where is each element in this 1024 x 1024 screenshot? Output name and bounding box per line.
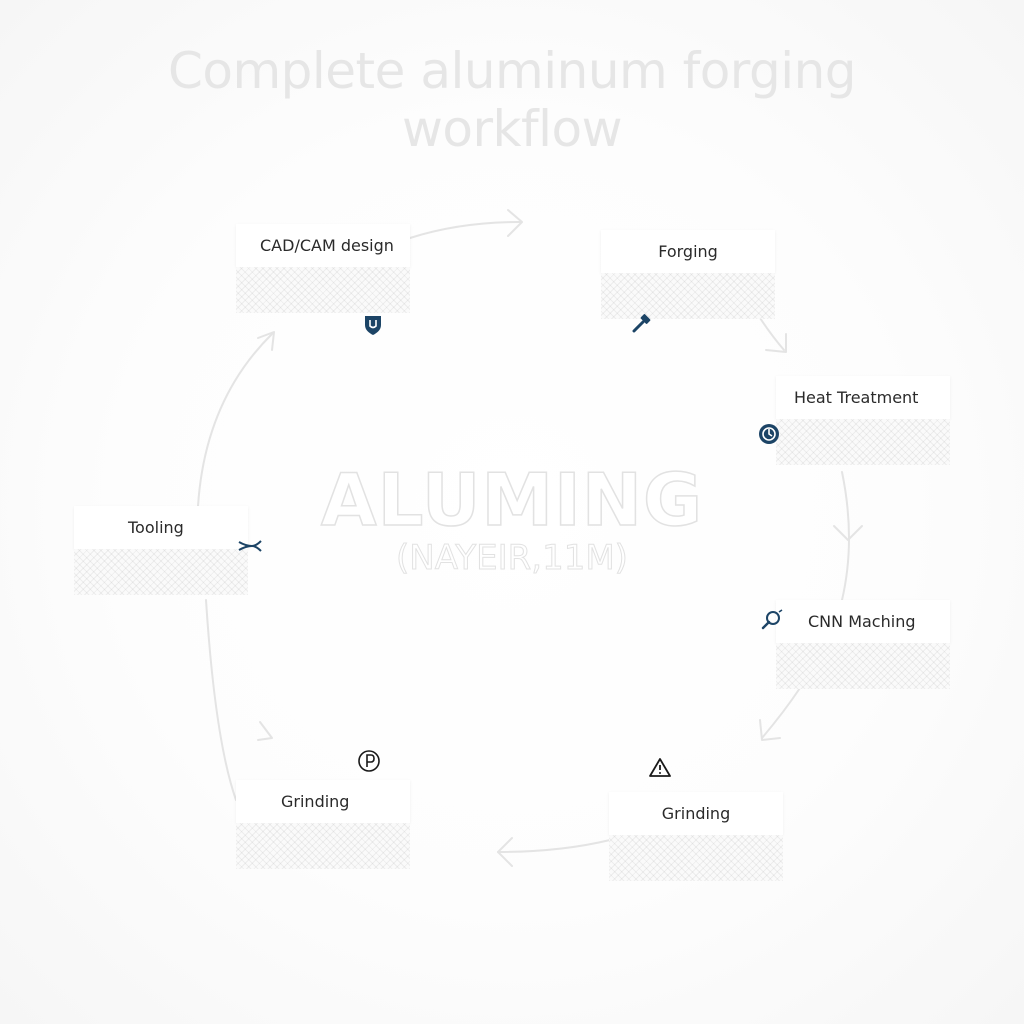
step-label: CAD/CAM design bbox=[236, 224, 410, 267]
p-circle-icon bbox=[358, 750, 380, 772]
magnifier-icon bbox=[761, 609, 783, 630]
step-label: Heat Treatment bbox=[776, 376, 950, 419]
hammer-icon bbox=[632, 314, 651, 333]
gauge-icon bbox=[759, 424, 779, 444]
step-card-grinding-right: Grinding bbox=[609, 792, 783, 881]
title-line-1: Complete aluminum forging bbox=[167, 42, 857, 100]
arrowhead-cnn-to-grinding bbox=[759, 719, 781, 741]
arrowhead-grinding-to-grinding bbox=[497, 837, 513, 867]
arrow-tooling-to-cad bbox=[197, 333, 273, 507]
step-label: CNN Maching bbox=[776, 600, 950, 643]
card-texture bbox=[776, 643, 950, 689]
step-label: Forging bbox=[601, 230, 775, 273]
arrowhead-heat-to-cnn bbox=[833, 525, 863, 541]
step-card-grinding-left: Grinding bbox=[236, 780, 410, 869]
arrow-cnn-to-grinding bbox=[761, 687, 801, 739]
step-card-heat-treatment: Heat Treatment bbox=[776, 376, 950, 465]
step-label: Grinding bbox=[236, 780, 410, 823]
arrow-cad-to-forging bbox=[409, 221, 521, 239]
page-title: Complete aluminum forging workflow bbox=[0, 42, 1024, 158]
warning-icon bbox=[649, 758, 671, 777]
step-card-cnn-maching: CNN Maching bbox=[776, 600, 950, 689]
card-texture bbox=[601, 273, 775, 319]
center-subtitle: (NAYEIR,11M) bbox=[396, 538, 629, 579]
step-label: Grinding bbox=[609, 792, 783, 835]
step-card-forging: Forging bbox=[601, 230, 775, 319]
step-card-cad-cam: CAD/CAM design bbox=[236, 224, 410, 313]
tongs-icon bbox=[238, 540, 262, 552]
step-label: Tooling bbox=[74, 506, 248, 549]
arrow-grinding-to-tooling bbox=[205, 599, 237, 801]
card-texture bbox=[609, 835, 783, 881]
card-texture bbox=[236, 823, 410, 869]
shield-icon bbox=[365, 316, 381, 335]
title-line-2: workflow bbox=[402, 100, 622, 158]
arrow-grinding-to-grinding bbox=[497, 839, 611, 853]
arrowhead-tooling-to-cad bbox=[257, 331, 275, 351]
arrow-forging-to-heat bbox=[759, 317, 785, 351]
arrowhead-tooling-down bbox=[257, 721, 273, 741]
center-title: ALUMING bbox=[320, 457, 704, 543]
arrowhead-cad-to-forging bbox=[507, 209, 523, 237]
card-texture bbox=[236, 267, 410, 313]
card-texture bbox=[776, 419, 950, 465]
arrowhead-forging-to-heat bbox=[765, 333, 787, 353]
step-card-tooling: Tooling bbox=[74, 506, 248, 595]
card-texture bbox=[74, 549, 248, 595]
